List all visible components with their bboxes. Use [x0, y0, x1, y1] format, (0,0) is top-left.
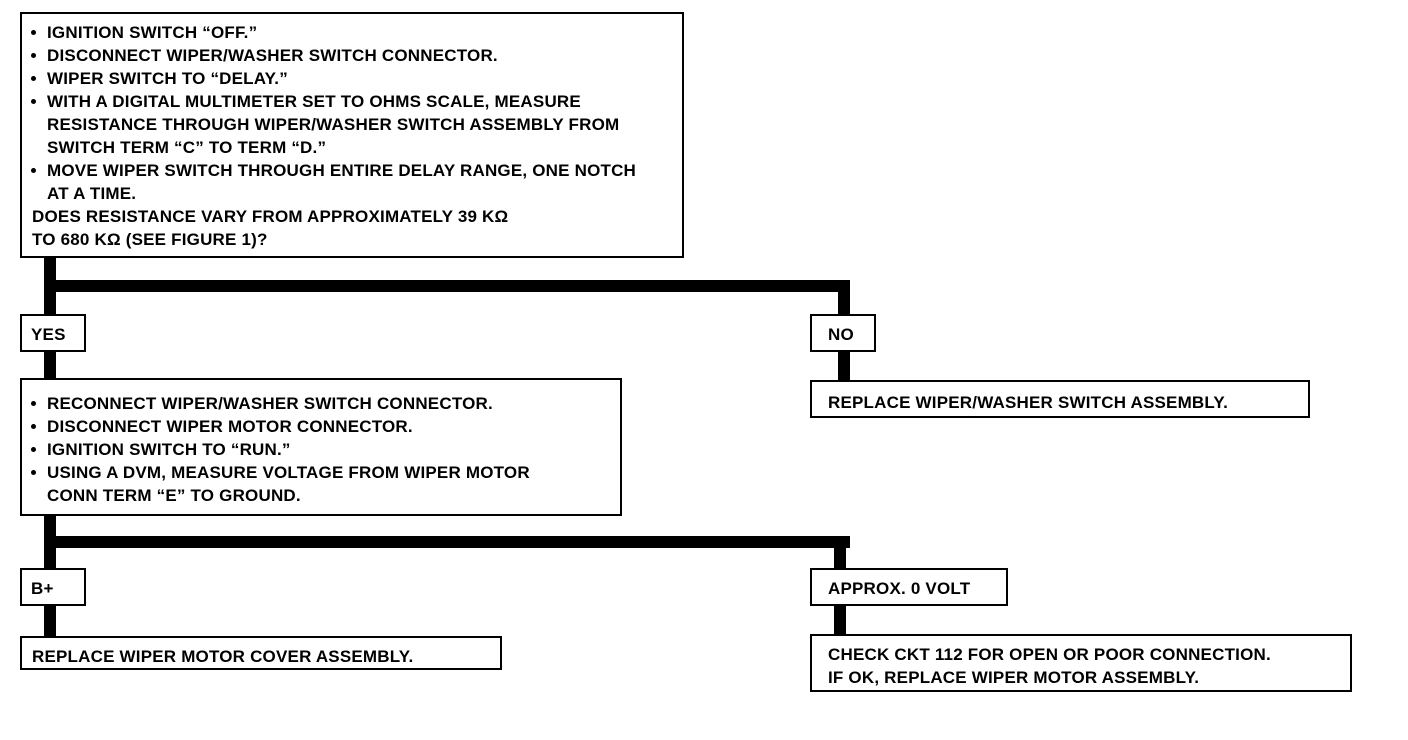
step2-bullet: DISCONNECT WIPER MOTOR CONNECTOR. [22, 415, 560, 438]
bplus-result-box: REPLACE WIPER MOTOR COVER ASSEMBLY. [20, 636, 502, 670]
step2-list: RECONNECT WIPER/WASHER SWITCH CONNECTOR.… [22, 392, 620, 507]
connector-line [834, 536, 846, 570]
step1-box: IGNITION SWITCH “OFF.” DISCONNECT WIPER/… [20, 12, 684, 258]
connector-line [44, 350, 56, 380]
zero-volt-result-line: IF OK, REPLACE WIPER MOTOR ASSEMBLY. [828, 668, 1200, 687]
step1-bullet: IGNITION SWITCH “OFF.” [22, 21, 672, 44]
step1-bullet: MOVE WIPER SWITCH THROUGH ENTIRE DELAY R… [22, 159, 672, 205]
zero-volt-label: APPROX. 0 VOLT [810, 568, 1008, 606]
step2-bullet: IGNITION SWITCH TO “RUN.” [22, 438, 560, 461]
step1-bullet: WIPER SWITCH TO “DELAY.” [22, 67, 672, 90]
connector-line [838, 280, 850, 316]
yes-label: YES [20, 314, 86, 352]
step2-bullet: USING A DVM, MEASURE VOLTAGE FROM WIPER … [22, 461, 560, 507]
connector-line [44, 536, 850, 548]
connector-line [834, 604, 846, 638]
step1-list: IGNITION SWITCH “OFF.” DISCONNECT WIPER/… [22, 21, 682, 205]
no-result-box: REPLACE WIPER/WASHER SWITCH ASSEMBLY. [810, 380, 1310, 418]
zero-volt-result-box: CHECK CKT 112 FOR OPEN OR POOR CONNECTIO… [810, 634, 1352, 692]
step1-bullet: DISCONNECT WIPER/WASHER SWITCH CONNECTOR… [22, 44, 672, 67]
connector-line [838, 350, 850, 382]
step1-question: DOES RESISTANCE VARY FROM APPROXIMATELY … [32, 207, 509, 226]
step2-bullet: RECONNECT WIPER/WASHER SWITCH CONNECTOR. [22, 392, 560, 415]
bplus-label: B+ [20, 568, 86, 606]
step1-bullet: WITH A DIGITAL MULTIMETER SET TO OHMS SC… [22, 90, 672, 159]
connector-line [44, 280, 850, 292]
connector-line [44, 604, 56, 638]
no-label: NO [810, 314, 876, 352]
zero-volt-result-line: CHECK CKT 112 FOR OPEN OR POOR CONNECTIO… [828, 645, 1271, 664]
step2-box: RECONNECT WIPER/WASHER SWITCH CONNECTOR.… [20, 378, 622, 516]
step1-question: TO 680 KΩ (SEE FIGURE 1)? [32, 230, 268, 249]
